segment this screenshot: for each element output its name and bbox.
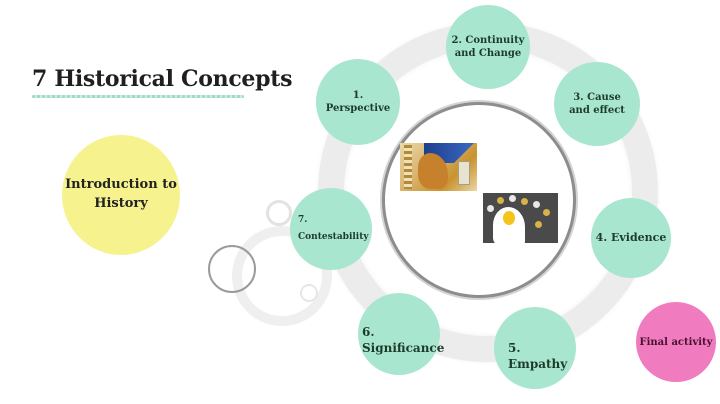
page-title: 7 Historical Concepts — [32, 66, 293, 92]
jar-shape — [458, 161, 470, 185]
concept-label: Significance — [362, 341, 445, 355]
concept-number: 6. — [362, 325, 375, 340]
concept-label: 3. Cause — [573, 92, 621, 103]
final-activity-node[interactable]: Final activity — [636, 302, 716, 382]
egyptian-queen-image[interactable] — [400, 143, 477, 191]
idea-dot — [533, 201, 540, 208]
concept-label: 2. Continuity — [451, 35, 525, 46]
concept-label: and effect — [569, 105, 625, 116]
hieroglyph-column — [404, 145, 412, 189]
decorative-ring-small — [266, 200, 292, 226]
intro-line-2: to History — [94, 177, 177, 211]
idea-dot — [509, 195, 516, 202]
concept-label: Perspective — [325, 103, 391, 114]
concept-node-empathy[interactable]: 5. Empathy — [494, 307, 576, 389]
concept-label: and Change — [454, 48, 522, 59]
idea-dot — [497, 197, 504, 204]
intro-to-history-node[interactable]: Introduction to History — [62, 135, 180, 255]
concept-label: Empathy — [508, 357, 568, 371]
idea-dot — [521, 198, 528, 205]
decorative-ring-tiny — [300, 284, 318, 302]
profile-shape — [418, 153, 448, 189]
concept-node-evidence[interactable]: 4. Evidence — [591, 198, 671, 278]
lightbulb-icon — [503, 211, 515, 225]
title-underline — [32, 95, 244, 98]
concept-label: 4. Evidence — [595, 230, 667, 244]
idea-dot — [535, 221, 542, 228]
concept-number: 1. — [352, 90, 364, 101]
intro-line-1: Introduction — [65, 177, 158, 193]
decorative-ring-outline — [208, 245, 256, 293]
final-line-1: Final — [639, 336, 668, 348]
concept-number: 5. — [508, 341, 521, 356]
idea-dot — [543, 209, 550, 216]
concept-node-perspective[interactable]: 1. Perspective — [316, 59, 400, 145]
final-line-2: activity — [671, 336, 713, 348]
concept-node-cause-effect[interactable]: 3. Cause and effect — [554, 62, 640, 146]
concept-node-continuity-change[interactable]: 2. Continuity and Change — [446, 5, 530, 89]
lightbulb-head-image[interactable] — [483, 193, 558, 243]
concept-label: Contestability — [298, 232, 369, 242]
concept-node-significance[interactable]: 6. Significance — [358, 293, 444, 375]
concept-node-contestability[interactable]: 7. Contestability — [290, 188, 372, 270]
concept-number: 7. — [298, 214, 308, 225]
idea-dot — [487, 205, 494, 212]
